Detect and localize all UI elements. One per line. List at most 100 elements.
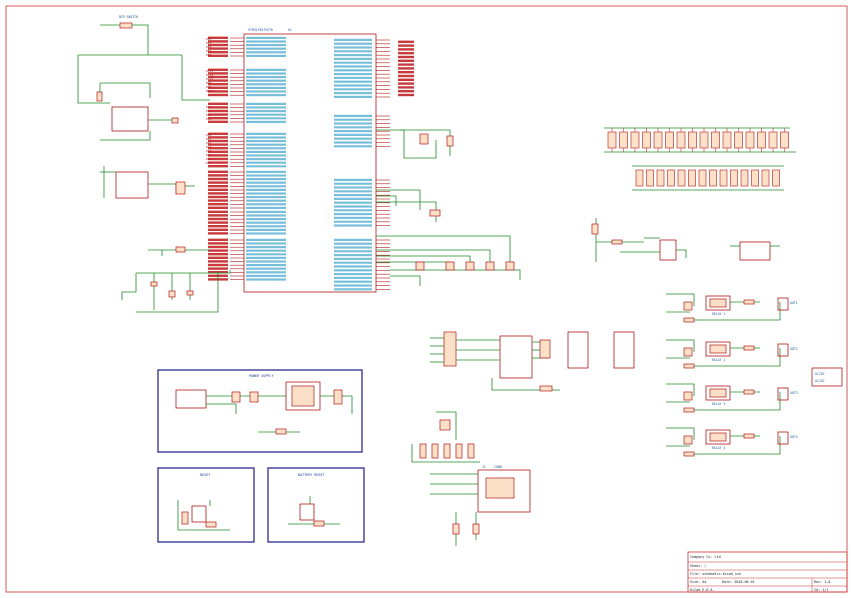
resistor [772, 169, 780, 187]
resistor [722, 131, 732, 149]
mcu-pin-name [334, 209, 372, 212]
net-label-flag [208, 225, 228, 228]
net-label: PE3 [206, 41, 212, 45]
wire [132, 24, 182, 56]
title-size: Size: A4 [690, 580, 706, 584]
capacitor [333, 389, 343, 405]
mcu-pin-name [334, 126, 372, 129]
resistor [688, 169, 696, 187]
wire [136, 270, 231, 274]
resistor [619, 131, 628, 149]
net-label-flag [208, 117, 228, 120]
net-label: PE5 [206, 49, 212, 53]
net-label: PA5 [206, 153, 212, 157]
resistor [743, 299, 755, 305]
net-label-flag [208, 253, 228, 256]
mcu-pin-name [334, 73, 372, 76]
mcu-pin-name [246, 36, 286, 39]
net-label-flag [208, 195, 228, 199]
net-label-flag [208, 147, 228, 150]
wire [181, 55, 210, 101]
net-label: PE4 [206, 45, 212, 49]
resistor [743, 345, 755, 351]
mcu-pin-name [334, 80, 372, 83]
resistor [709, 169, 717, 187]
net-label-flag [208, 170, 228, 173]
connector-body [477, 469, 531, 513]
resistor [313, 520, 325, 527]
mcu-pin-name [334, 205, 372, 208]
net-label-flag [208, 47, 228, 50]
relay-body [705, 429, 731, 445]
net-label: PE6 [206, 53, 212, 57]
resistor [734, 131, 743, 149]
regulator-pins [291, 385, 315, 407]
wire [177, 500, 230, 531]
mcu-left-pins [208, 36, 286, 281]
wire [376, 235, 511, 264]
net-label-flag [208, 43, 228, 47]
resistor [467, 443, 475, 459]
mcu-pin-name [246, 47, 286, 50]
net-label: NRST [206, 89, 213, 93]
wire [121, 273, 137, 300]
mcu-pin-name [246, 253, 286, 256]
capacitor [445, 261, 455, 271]
inductor [175, 246, 186, 253]
mcu-pin-name [246, 199, 286, 202]
mcu-pin-name [246, 136, 286, 139]
mcu-pin-name [246, 249, 286, 252]
mcu-pin-name [246, 170, 286, 173]
mcu-pin-name [246, 120, 286, 123]
mcu-pin-name [334, 65, 372, 68]
diode [683, 451, 695, 457]
net-label: PA3 [206, 145, 212, 149]
reset-title: RESET [200, 473, 210, 477]
capacitor [249, 391, 259, 403]
net-label-flag [208, 174, 228, 177]
mcu-pin-name [246, 214, 286, 217]
resistor [761, 169, 770, 187]
net-label-flag [398, 55, 414, 59]
mcu-pin-name [334, 69, 372, 72]
net-label: PH0 [206, 81, 212, 85]
resistor [646, 169, 654, 187]
relay-body [705, 295, 731, 311]
mcu-pin-name [246, 232, 286, 235]
net-label-flag [208, 245, 228, 249]
diode [683, 363, 695, 369]
mcu-pin-name [334, 57, 372, 60]
net-label-flag [208, 54, 228, 57]
relay-coil [709, 298, 727, 308]
mcu-pin-name [246, 278, 286, 281]
connector-pins [485, 477, 515, 499]
mcu-pin-name [334, 182, 372, 185]
resistor [96, 91, 103, 102]
right-driver-section [591, 218, 780, 262]
mcu-pin-name [334, 38, 372, 41]
mcu-pin-name [334, 273, 372, 276]
mcu-pin-name [246, 94, 286, 97]
net-label-flag [398, 71, 414, 74]
net-label-flag [208, 157, 228, 161]
net-label-flag [208, 161, 228, 164]
wire [694, 348, 781, 367]
wire [77, 55, 110, 104]
mcu-pin-name [334, 213, 372, 216]
relay-output-terminal [777, 297, 789, 311]
ac-dc-label: AC/DC [815, 379, 825, 383]
mcu-pin-name [334, 201, 372, 204]
mcu-pin-name [246, 90, 286, 93]
mcu-pin-name [246, 181, 286, 184]
title-file: File: schematic.kicad_sch [690, 572, 741, 576]
wire [136, 273, 219, 313]
wire [100, 82, 151, 98]
net-label-flag [208, 217, 228, 221]
net-label-flag [208, 232, 228, 235]
mcu-pin-name [246, 113, 286, 116]
net-label-flag [398, 44, 414, 47]
mcu-pin-name [246, 76, 286, 79]
capacitor [415, 261, 425, 271]
mcu-pin-name [334, 276, 372, 279]
wire [206, 403, 237, 414]
